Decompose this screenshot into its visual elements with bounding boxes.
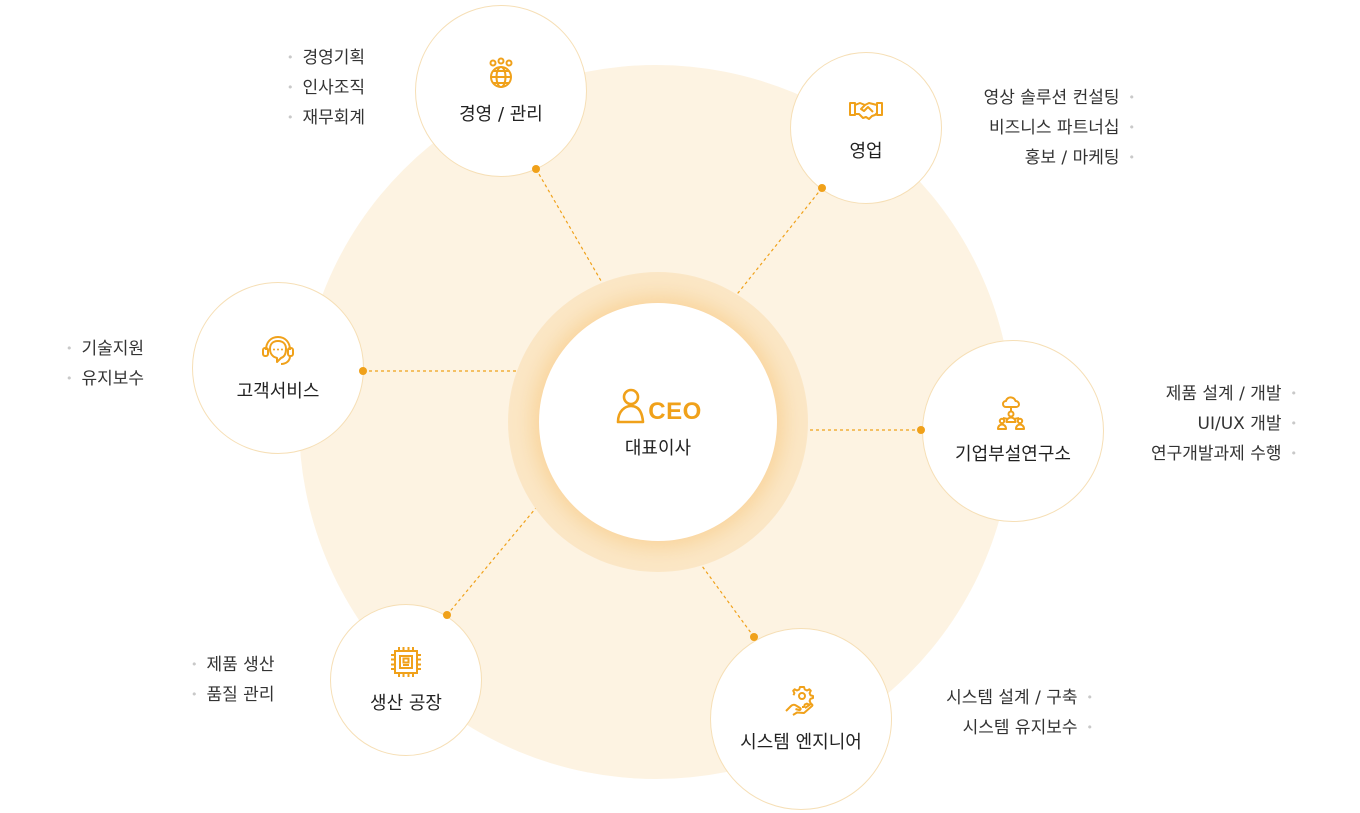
sales-items: 영상 솔루션 컨설팅 비즈니스 파트너십 홍보 / 마케팅 xyxy=(960,83,1135,173)
node-sales-name: 영업 xyxy=(849,141,883,162)
node-system-engineer-name: 시스템 엔지니어 xyxy=(740,732,862,753)
headset-icon xyxy=(262,336,294,365)
cloud-network-icon xyxy=(997,396,1025,430)
list-item: 품질 관리 xyxy=(191,680,275,710)
connector-dot-management xyxy=(532,165,540,173)
connector-dot-sales xyxy=(818,184,826,192)
list-item: UI/UX 개발 xyxy=(1105,409,1297,439)
list-item: 기술지원 xyxy=(66,334,145,364)
connector-dot-rnd xyxy=(917,426,925,434)
node-factory-name: 생산 공장 xyxy=(370,693,442,714)
customer-service-items: 기술지원 유지보수 xyxy=(66,334,145,394)
node-sales[interactable]: 영업 xyxy=(790,52,942,204)
node-factory[interactable]: 생산 공장 xyxy=(330,604,482,756)
factory-items: 제품 생산 품질 관리 xyxy=(191,650,275,710)
connector-system-engineer xyxy=(682,539,755,638)
node-system-engineer[interactable]: 시스템 엔지니어 xyxy=(710,628,892,810)
node-management-name: 경영 / 관리 xyxy=(459,104,543,125)
ceo-mark-text: CEO xyxy=(648,398,702,425)
list-item: 시스템 유지보수 xyxy=(905,713,1093,743)
ceo-logo: CEO xyxy=(614,384,702,424)
globe-people-icon xyxy=(489,57,513,88)
ceo-label: 대표이사 xyxy=(624,438,692,459)
list-item: 제품 생산 xyxy=(191,650,275,680)
list-item: 연구개발과제 수행 xyxy=(1105,439,1297,469)
node-customer-service-name: 고객서비스 xyxy=(236,381,320,402)
chip-icon xyxy=(391,647,421,677)
ceo-node: CEO 대표이사 xyxy=(539,303,777,541)
list-item: 유지보수 xyxy=(66,364,145,394)
connector-dot-system-engineer xyxy=(750,633,758,641)
node-management[interactable]: 경영 / 관리 xyxy=(415,5,587,177)
rnd-items: 제품 설계 / 개발 UI/UX 개발 연구개발과제 수행 xyxy=(1105,379,1297,469)
management-items: 경영기획 인사조직 재무회계 xyxy=(287,43,366,133)
list-item: 시스템 설계 / 구축 xyxy=(905,683,1093,713)
node-customer-service[interactable]: 고객서비스 xyxy=(192,282,364,454)
connector-dot-customer-service xyxy=(359,367,367,375)
list-item: 경영기획 xyxy=(287,43,366,73)
list-item: 재무회계 xyxy=(287,103,366,133)
node-rnd[interactable]: 기업부설연구소 xyxy=(922,340,1104,522)
list-item: 홍보 / 마케팅 xyxy=(960,143,1135,173)
node-rnd-name: 기업부설연구소 xyxy=(955,444,1071,465)
person-icon xyxy=(616,388,645,424)
system-engineer-items: 시스템 설계 / 구축 시스템 유지보수 xyxy=(905,683,1093,743)
list-item: 제품 설계 / 개발 xyxy=(1105,379,1297,409)
gear-hand-icon xyxy=(785,686,814,716)
list-item: 인사조직 xyxy=(287,73,366,103)
list-item: 비즈니스 파트너십 xyxy=(960,113,1135,143)
connector-dot-factory xyxy=(443,611,451,619)
handshake-icon xyxy=(849,102,883,120)
list-item: 영상 솔루션 컨설팅 xyxy=(960,83,1135,113)
